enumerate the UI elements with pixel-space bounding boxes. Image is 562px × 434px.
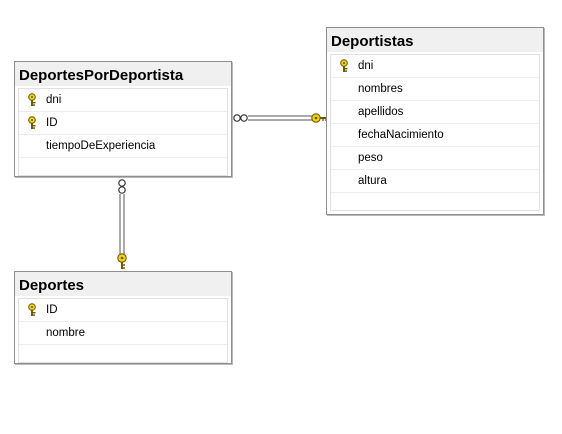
one-end-key-icon <box>117 253 127 269</box>
many-end-icon <box>233 114 248 122</box>
one-end-key-icon <box>311 113 327 123</box>
column-row[interactable]: tiempoDeExperiencia <box>19 135 227 158</box>
empty-row <box>331 193 539 210</box>
relationship-deportes[interactable] <box>117 179 127 269</box>
column-name: apellidos <box>358 106 404 118</box>
column-name: dni <box>358 60 374 72</box>
column-name: ID <box>46 304 58 316</box>
column-name: fechaNacimiento <box>358 129 444 141</box>
table-deportistas[interactable]: Deportistas dni nombres apellidos fechaN… <box>326 27 544 215</box>
primary-key-icon <box>340 59 348 72</box>
many-end-icon <box>118 179 126 194</box>
column-row[interactable]: fechaNacimiento <box>331 124 539 147</box>
column-name: nombres <box>358 83 403 95</box>
empty-row <box>19 158 227 175</box>
column-row[interactable]: peso <box>331 147 539 170</box>
primary-key-icon <box>28 93 36 106</box>
table-deportes-por-deportista[interactable]: DeportesPorDeportista dni ID tiempoD <box>14 61 232 177</box>
primary-key-icon <box>28 303 36 316</box>
column-row[interactable]: altura <box>331 170 539 193</box>
relationship-deportistas[interactable] <box>233 113 327 123</box>
column-row[interactable]: nombres <box>331 78 539 101</box>
table-title: Deportes <box>15 272 231 296</box>
column-name: nombre <box>46 327 85 339</box>
column-name: peso <box>358 152 383 164</box>
column-row[interactable]: dni <box>19 89 227 112</box>
column-name: altura <box>358 175 387 187</box>
column-row[interactable]: dni <box>331 55 539 78</box>
column-name: tiempoDeExperiencia <box>46 140 156 152</box>
column-row[interactable]: nombre <box>19 322 227 345</box>
column-row[interactable]: apellidos <box>331 101 539 124</box>
empty-row <box>19 345 227 362</box>
column-name: ID <box>46 117 58 129</box>
column-name: dni <box>46 94 62 106</box>
column-row[interactable]: ID <box>19 112 227 135</box>
primary-key-icon <box>28 116 36 129</box>
column-list: ID nombre <box>18 298 228 363</box>
table-deportes[interactable]: Deportes ID nombre <box>14 271 232 364</box>
column-row[interactable]: ID <box>19 299 227 322</box>
table-title: DeportesPorDeportista <box>15 62 231 86</box>
column-list: dni ID tiempoDeExperiencia <box>18 88 228 176</box>
column-list: dni nombres apellidos fechaNacimiento pe… <box>330 54 540 211</box>
table-title: Deportistas <box>327 28 543 52</box>
